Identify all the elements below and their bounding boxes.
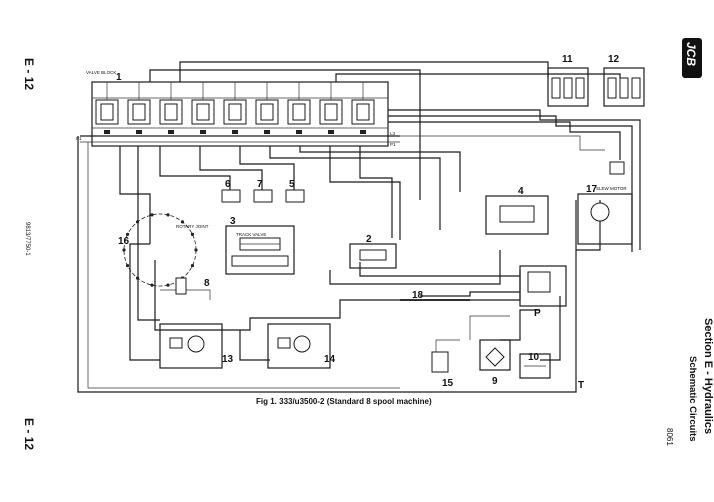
spool-core <box>196 103 210 121</box>
pilot-spool <box>631 77 641 99</box>
pilot-spool <box>607 77 617 99</box>
component-numbers: 1 2 3 4 5 6 7 8 9 10 11 12 13 14 15 16 1… <box>116 54 620 389</box>
spool-core <box>100 103 114 121</box>
port-p1-right: P1 <box>390 142 396 147</box>
pilot-spool <box>563 77 573 99</box>
block-8 <box>175 277 187 295</box>
spool-port <box>200 130 206 134</box>
port-l3: L3 <box>390 131 396 136</box>
spool-port <box>232 130 238 134</box>
rotary-port <box>122 248 126 252</box>
rotary-port <box>190 232 195 236</box>
rotary-port <box>125 232 130 236</box>
spool-port <box>104 130 110 134</box>
spool-core <box>356 103 370 121</box>
label-1: 1 <box>116 72 122 83</box>
spool-port <box>296 130 302 134</box>
track-motor-14 <box>267 323 331 369</box>
label-17: 17 <box>586 184 598 195</box>
rotary-port <box>180 220 185 224</box>
block-6 <box>221 189 241 203</box>
spool-port <box>136 130 142 134</box>
label-14: 14 <box>324 354 336 365</box>
rotary-port <box>150 213 154 217</box>
rotary-port <box>190 264 195 268</box>
block-5 <box>285 189 305 203</box>
figure-caption: Fig 1. 333/u3500-2 (Standard 8 spool mac… <box>256 397 432 406</box>
label-2: 2 <box>366 234 372 245</box>
pilot-valve-11 <box>547 67 589 107</box>
rotary-port <box>194 248 198 252</box>
block-2 <box>349 243 397 269</box>
label-3: 3 <box>230 216 236 227</box>
label-5: 5 <box>289 179 295 190</box>
spool-core <box>324 103 338 121</box>
label-13: 13 <box>222 354 234 365</box>
port-p1-left: P1 <box>76 136 82 141</box>
spool-port <box>264 130 270 134</box>
pilot-spool <box>551 77 561 99</box>
rotary-port <box>125 264 130 268</box>
track-valve-text: TRACK VALVE <box>236 232 266 237</box>
label-15: 15 <box>442 378 454 389</box>
spool-core <box>260 103 274 121</box>
rotary-port <box>166 283 170 287</box>
tank-10 <box>519 353 551 379</box>
label-10: 10 <box>528 352 540 363</box>
port-t: T <box>578 380 584 391</box>
pilot-spool <box>575 77 585 99</box>
rotary-port <box>166 213 170 217</box>
label-7: 7 <box>257 179 263 190</box>
spool-port <box>328 130 334 134</box>
spool-core <box>228 103 242 121</box>
slew-motor-box <box>577 193 633 245</box>
track-motor-13 <box>159 323 223 369</box>
block-7 <box>253 189 273 203</box>
label-12: 12 <box>608 54 620 65</box>
rotary-joint-text: ROTARY JOINT <box>176 224 209 229</box>
spool-port <box>360 130 366 134</box>
spool-core <box>164 103 178 121</box>
label-4: 4 <box>518 186 524 197</box>
port-p: P <box>534 308 541 319</box>
label-16: 16 <box>118 236 130 247</box>
label-11: 11 <box>562 54 573 65</box>
block-15 <box>431 351 449 373</box>
slew-motor-text: SLEW MOTOR <box>596 186 627 191</box>
valve-block <box>80 81 400 147</box>
filter-9 <box>479 339 511 371</box>
pilot-spool <box>619 77 629 99</box>
rotary-port <box>150 283 154 287</box>
label-18: 18 <box>412 290 424 301</box>
pilot-valve-12 <box>603 67 645 107</box>
valve-block-text: VALVE BLOCK <box>86 70 116 75</box>
spool-core <box>292 103 306 121</box>
track-valve-box <box>225 225 295 275</box>
pump-box <box>485 195 549 235</box>
pressure-block <box>519 265 567 307</box>
label-6: 6 <box>225 179 231 190</box>
jcb-logo: JCB <box>682 38 702 78</box>
spool-core <box>132 103 146 121</box>
label-9: 9 <box>492 376 498 387</box>
rotary-port <box>135 276 140 280</box>
label-8: 8 <box>204 278 210 289</box>
rotary-port <box>135 220 140 224</box>
pipework <box>77 61 641 393</box>
spool-port <box>168 130 174 134</box>
